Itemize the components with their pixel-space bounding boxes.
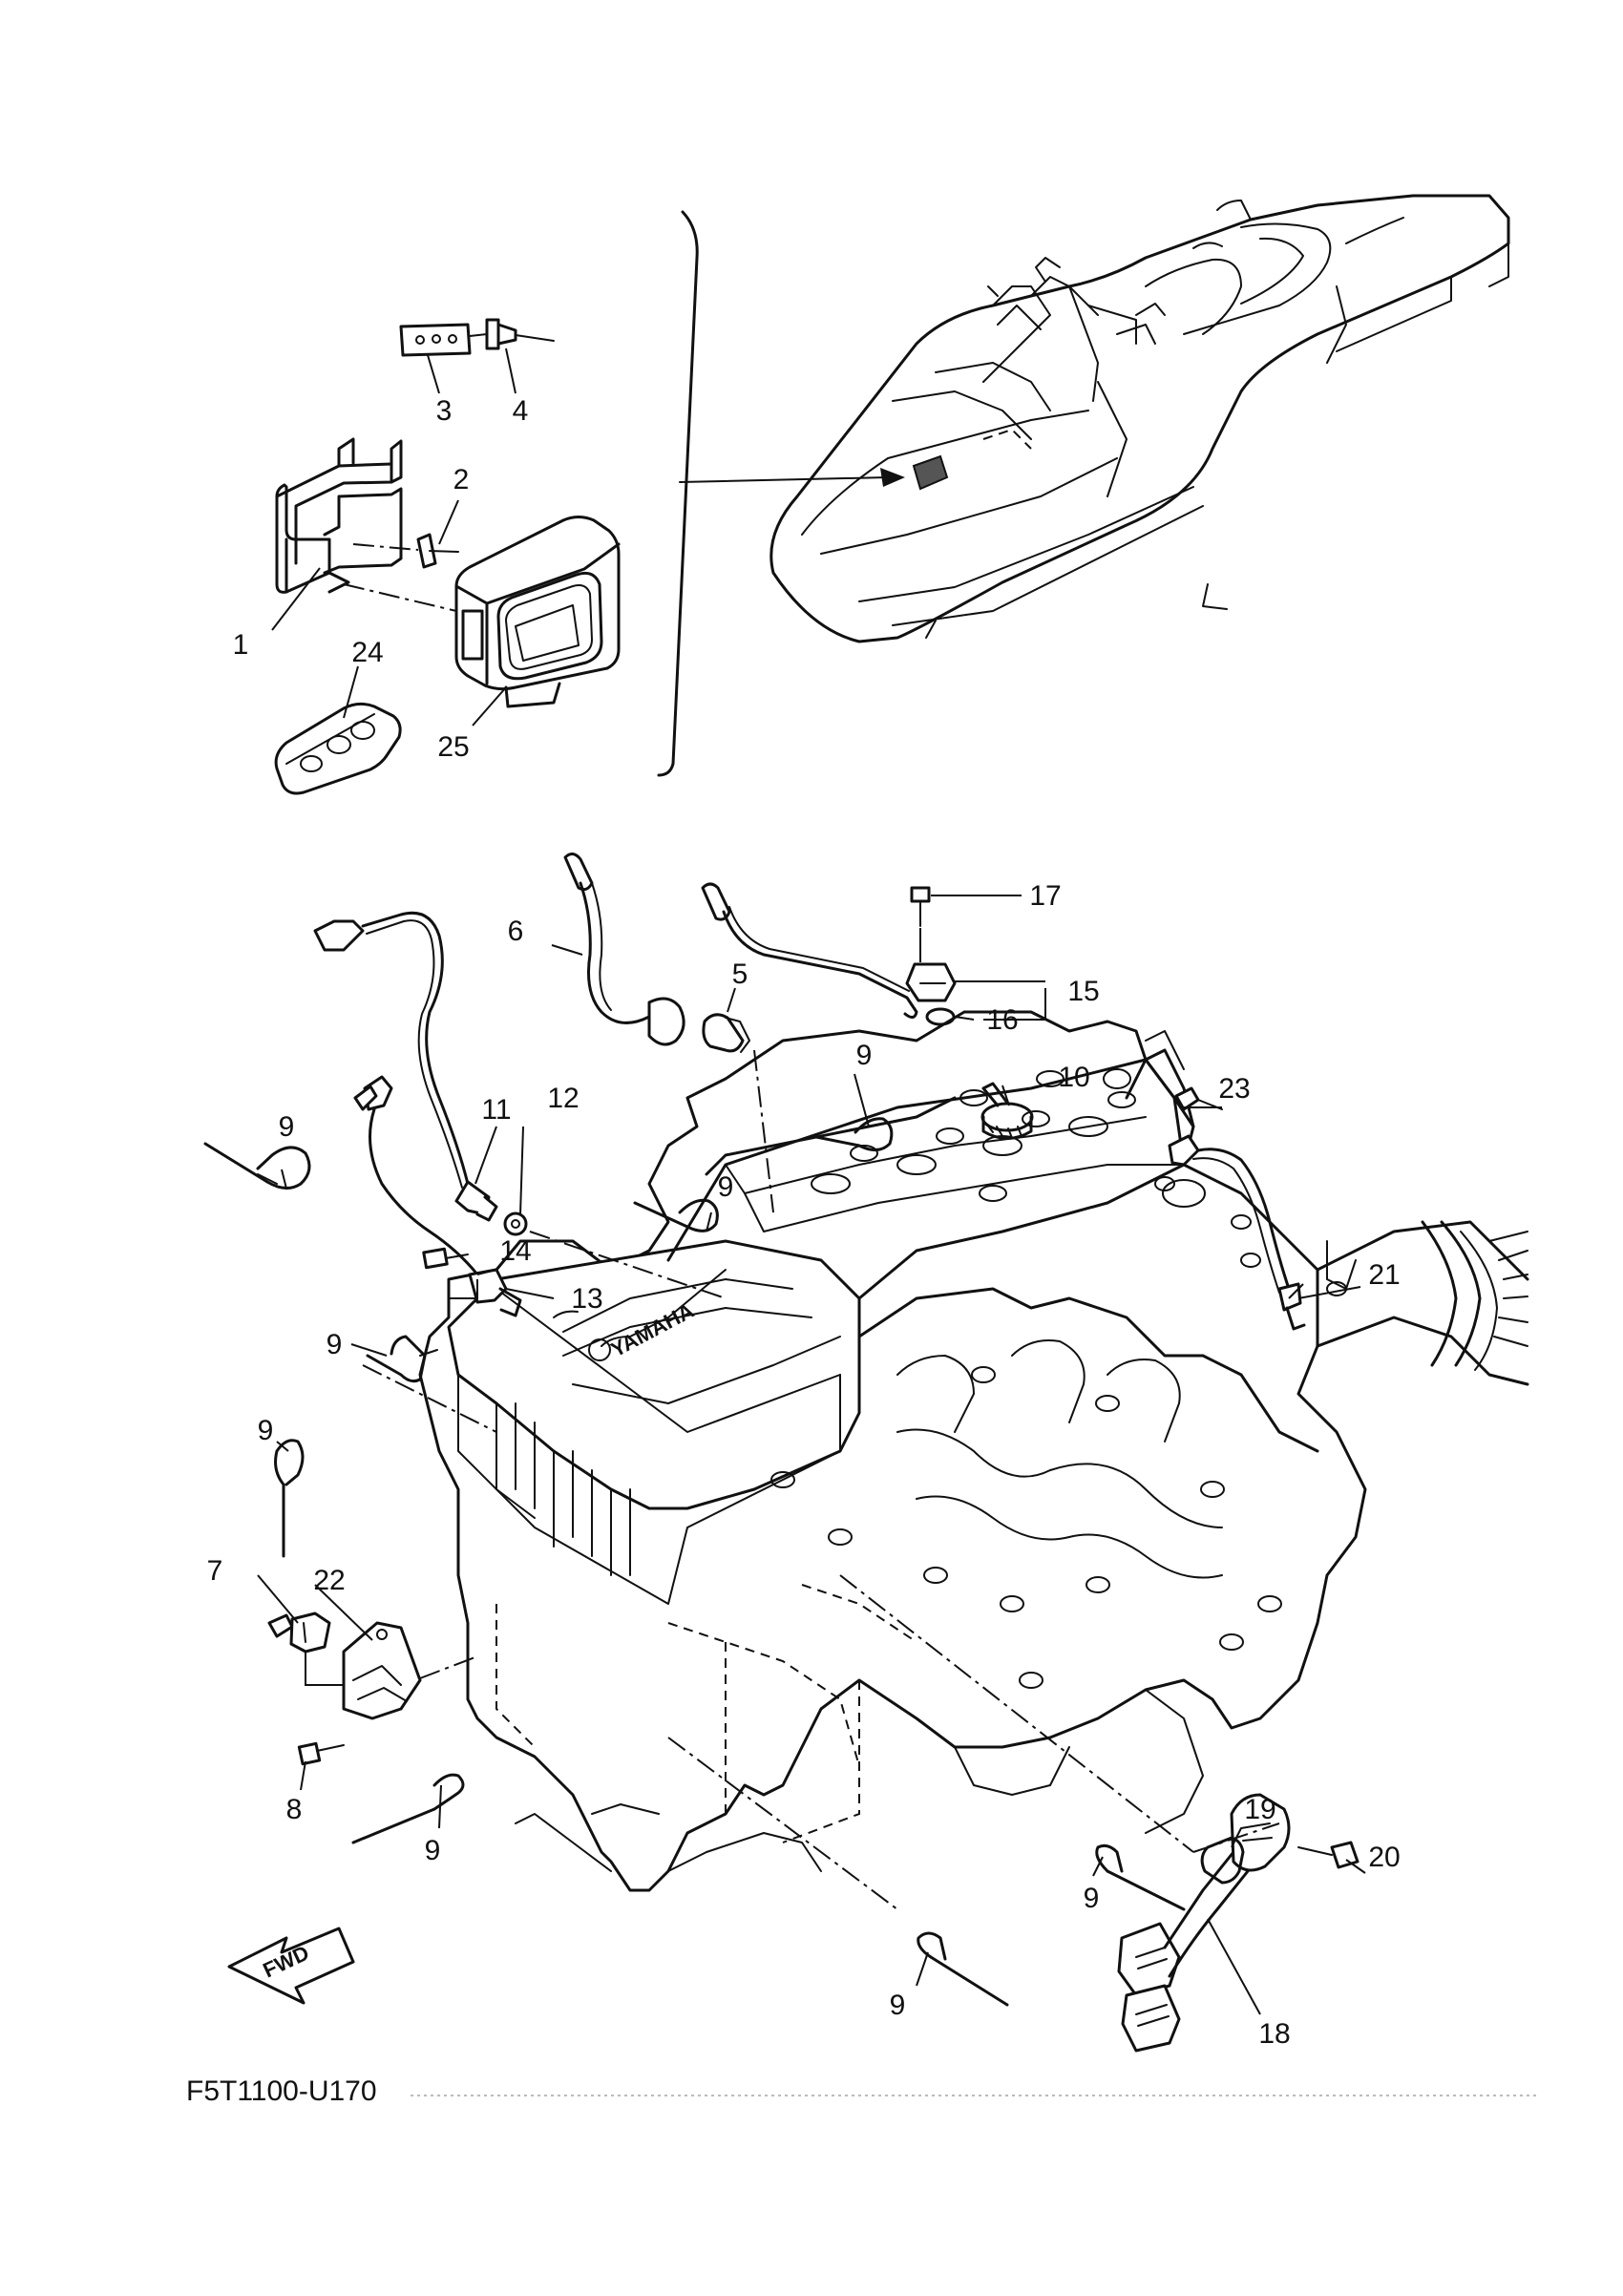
callout-12: 12 [547,1083,579,1114]
leader-lines [257,348,1366,2015]
callout-5: 5 [732,958,748,990]
part-6-cable [563,853,685,1046]
cable-tie-g [1095,1843,1186,1911]
ecu-section [274,318,621,795]
pointer-arrow-line [679,476,889,483]
part-13-sensor [353,1075,522,1317]
diagram-code: F5T1100-U170 [186,2075,377,2107]
callout-9e: 9 [258,1415,274,1446]
callout-1: 1 [233,629,249,661]
callout-9h: 9 [890,1990,906,2021]
engine-assembly: YAMAHA [418,1010,1529,1892]
callout-17: 17 [1029,880,1061,912]
watercraft-outline [769,194,1510,643]
callout-15: 15 [1067,976,1099,1007]
engine-bosses [770,1176,1347,1689]
part-15-sensor-lead [701,882,957,1019]
callout-24: 24 [351,637,383,668]
part-8-bolt [297,1741,345,1766]
callout-9f: 9 [425,1835,441,1866]
part-18-harness [1117,1793,1291,2053]
part-7-sensor [267,1611,331,1654]
callout-11: 11 [481,1094,511,1126]
callout-9a: 9 [279,1111,295,1143]
callout-9d: 9 [327,1329,343,1360]
callout-13: 13 [571,1283,602,1315]
part-20-bolt [1297,1841,1360,1869]
callouts: 1 2 3 4 5 6 7 8 9 9 9 9 9 9 9 9 10 11 12… [207,395,1401,2050]
spark-plug-bosses [811,1070,1136,1202]
cable-tie-a [203,1142,311,1190]
callout-20: 20 [1368,1842,1400,1873]
pointer-arrow-head [880,468,905,487]
part-22-cover [342,1621,422,1720]
part-3-plate [399,323,472,357]
part-11-sensor-lead [313,911,498,1222]
part-16-o-ring [925,1007,956,1026]
part-12-washer [503,1211,528,1236]
callout-14: 14 [499,1235,531,1267]
callout-23: 23 [1218,1073,1250,1105]
callout-6: 6 [508,916,524,947]
callout-18: 18 [1258,2018,1290,2050]
callout-9c: 9 [856,1040,873,1071]
callout-10: 10 [1058,1062,1089,1093]
part-19-gasket [1200,1836,1245,1885]
cable-tie-h [917,1931,1009,2007]
cable-tie-d [366,1335,438,1383]
part-2-screw [352,533,459,569]
part-14-bolt [422,1247,478,1299]
cable-tie-f [351,1773,465,1844]
callout-9b: 9 [718,1171,734,1203]
callout-4: 4 [513,395,529,427]
part-25-ecu [343,516,621,708]
callout-25: 25 [437,731,469,763]
part-21-sensor-lead [1168,1134,1306,1331]
callout-7: 7 [207,1555,223,1587]
callout-21: 21 [1368,1259,1400,1291]
callout-8: 8 [286,1794,303,1825]
group-bracket [657,210,699,777]
part-23-bleeder [1174,1086,1223,1111]
part-5-plug [702,1013,750,1053]
callout-16: 16 [986,1004,1018,1036]
cable-tie-e [274,1439,305,1558]
part-1-bracket [275,437,403,594]
callout-19: 19 [1244,1794,1275,1825]
part-17-bolt [910,886,931,962]
fwd-arrow: FWD [227,1927,355,2005]
callout-9g: 9 [1084,1883,1100,1914]
part-10-band-clamp [980,1082,1034,1140]
callout-3: 3 [436,395,453,427]
part-4-rivet [469,318,555,350]
cable-tie-c [810,1117,894,1151]
part-24-key-fob [274,702,402,795]
callout-22: 22 [313,1565,345,1596]
callout-2: 2 [453,464,470,495]
cable-tie-b [633,1198,719,1232]
